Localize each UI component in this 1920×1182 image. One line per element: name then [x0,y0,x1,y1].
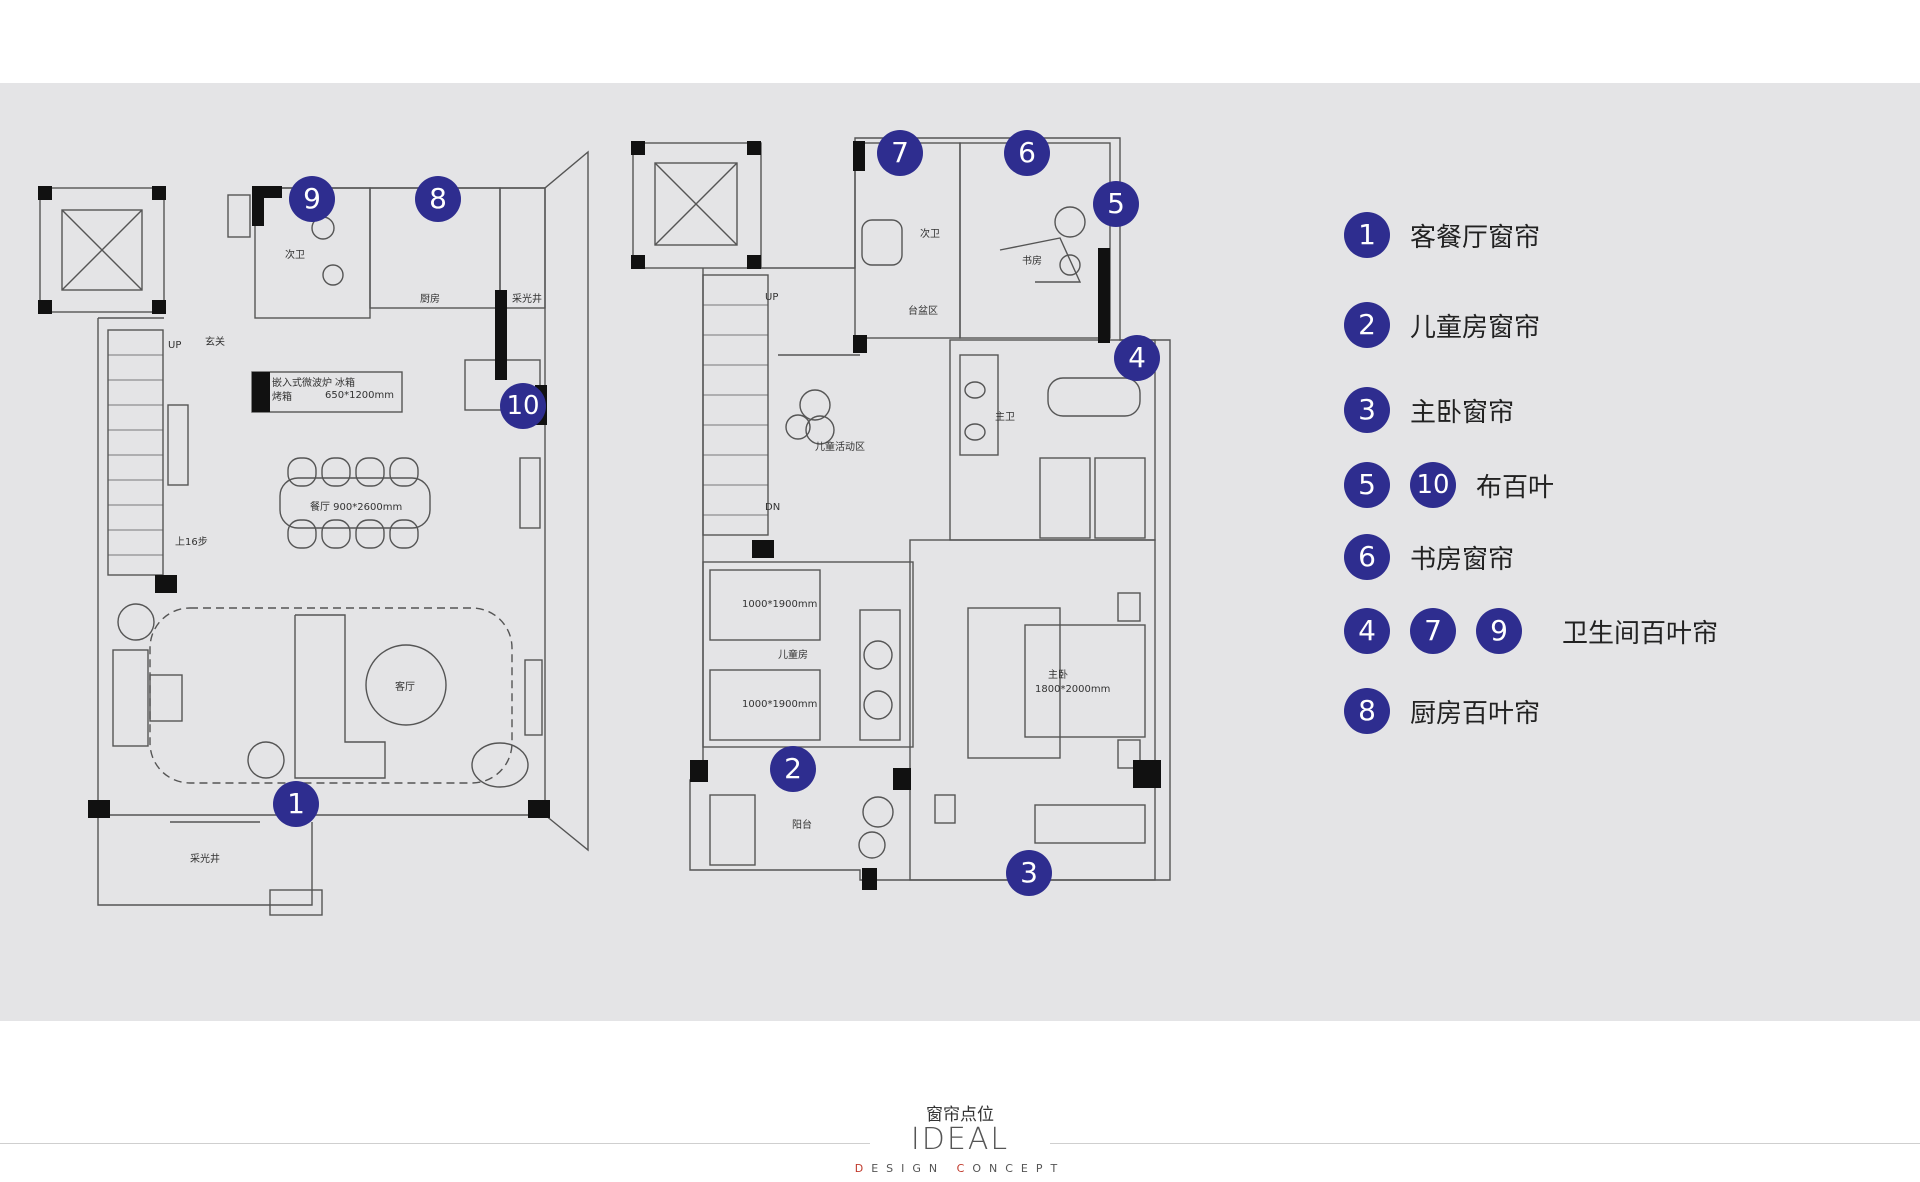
room-label: 客厅 [395,680,415,693]
legend-row: 2 儿童房窗帘 [1344,300,1540,350]
brand-tagline: DESIGN CONCEPT [0,1162,1920,1175]
curtain-marker[interactable]: 2 [770,746,816,792]
room-label: 台盆区 [908,304,938,317]
room-label: 1000*1900mm [742,699,817,710]
room-label: 次卫 [285,248,305,261]
legend-marker: 7 [1410,608,1456,654]
legend-row: 8 厨房百叶帘 [1344,686,1540,736]
room-label: 儿童活动区 [815,440,865,453]
room-label: 餐厅 900*2600mm [310,500,402,513]
room-label: 厨房 [420,292,440,305]
tagline-letter: D [854,1162,872,1175]
right-walls [631,141,1161,890]
room-label: 采光井 [512,292,542,305]
legend-marker: 5 [1344,462,1390,508]
room-label: 650*1200mm [325,390,394,401]
room-label: 主卧 [1048,668,1068,681]
curtain-marker[interactable]: 10 [500,383,546,429]
room-label: 儿童房 [778,648,808,661]
legend-label: 卫生间百叶帘 [1562,618,1719,649]
legend-label: 主卧窗帘 [1410,397,1515,428]
room-label: 1000*1900mm [742,599,817,610]
curtain-marker[interactable]: 6 [1004,130,1050,176]
tagline-letter: C [956,1162,973,1175]
legend-label: 儿童房窗帘 [1410,312,1541,343]
right-elevator [632,142,762,269]
curtain-marker[interactable]: 7 [877,130,923,176]
legend-row: 4 7 9 卫生间百叶帘 [1344,606,1718,656]
curtain-marker[interactable]: 5 [1093,181,1139,227]
room-label: 书房 [1022,254,1042,267]
room-label: 上16步 [175,536,208,548]
legend-marker: 9 [1476,608,1522,654]
tagline-part: ESIGN [871,1162,957,1175]
curtain-marker[interactable]: 8 [415,176,461,222]
legend-label: 厨房百叶帘 [1410,698,1541,729]
legend-label: 客餐厅窗帘 [1410,222,1541,253]
tagline-part: ONCEPT [972,1162,1066,1175]
room-label: 次卫 [920,227,940,240]
legend-marker: 8 [1344,688,1390,734]
legend-row: 1 客餐厅窗帘 [1344,210,1540,260]
legend-label: 布百叶 [1476,472,1555,503]
room-label: 采光井 [190,852,220,865]
room-label: UP [765,292,778,303]
legend-marker: 4 [1344,608,1390,654]
curtain-marker[interactable]: 4 [1114,335,1160,381]
right-floorplan [632,137,1171,881]
room-label: 玄关 [205,335,225,348]
room-label: DN [765,502,780,513]
left-walls [38,186,550,818]
room-label: 阳台 [792,818,812,831]
legend-marker: 1 [1344,212,1390,258]
room-label: 烤箱 [272,390,292,403]
legend-marker: 3 [1344,387,1390,433]
footer-divider [1050,1143,1920,1144]
legend-marker: 10 [1410,462,1456,508]
curtain-marker[interactable]: 9 [289,176,335,222]
room-label: 1800*2000mm [1035,684,1110,695]
footer-title: 窗帘点位 [926,1105,994,1125]
brand-logo: IDEAL [910,1122,1010,1157]
legend-marker: 2 [1344,302,1390,348]
legend-row: 6 书房窗帘 [1344,532,1514,582]
legend-marker: 6 [1344,534,1390,580]
room-labels: 次卫 厨房 采光井 玄关 冰箱 650*1200mm 嵌入式微波炉 烤箱 餐厅 … [168,227,1110,865]
legend-row: 3 主卧窗帘 [1344,385,1514,435]
legend-label: 书房窗帘 [1410,544,1515,575]
room-label: UP [168,340,181,351]
room-label: 嵌入式微波炉 [272,376,332,389]
curtain-marker[interactable]: 1 [273,781,319,827]
left-elevator [39,187,165,313]
legend-row: 5 10 布百叶 [1344,460,1554,510]
room-label: 主卫 [995,411,1015,423]
room-label: 冰箱 [335,376,355,389]
curtain-marker[interactable]: 3 [1006,850,1052,896]
footer-divider [0,1143,870,1144]
